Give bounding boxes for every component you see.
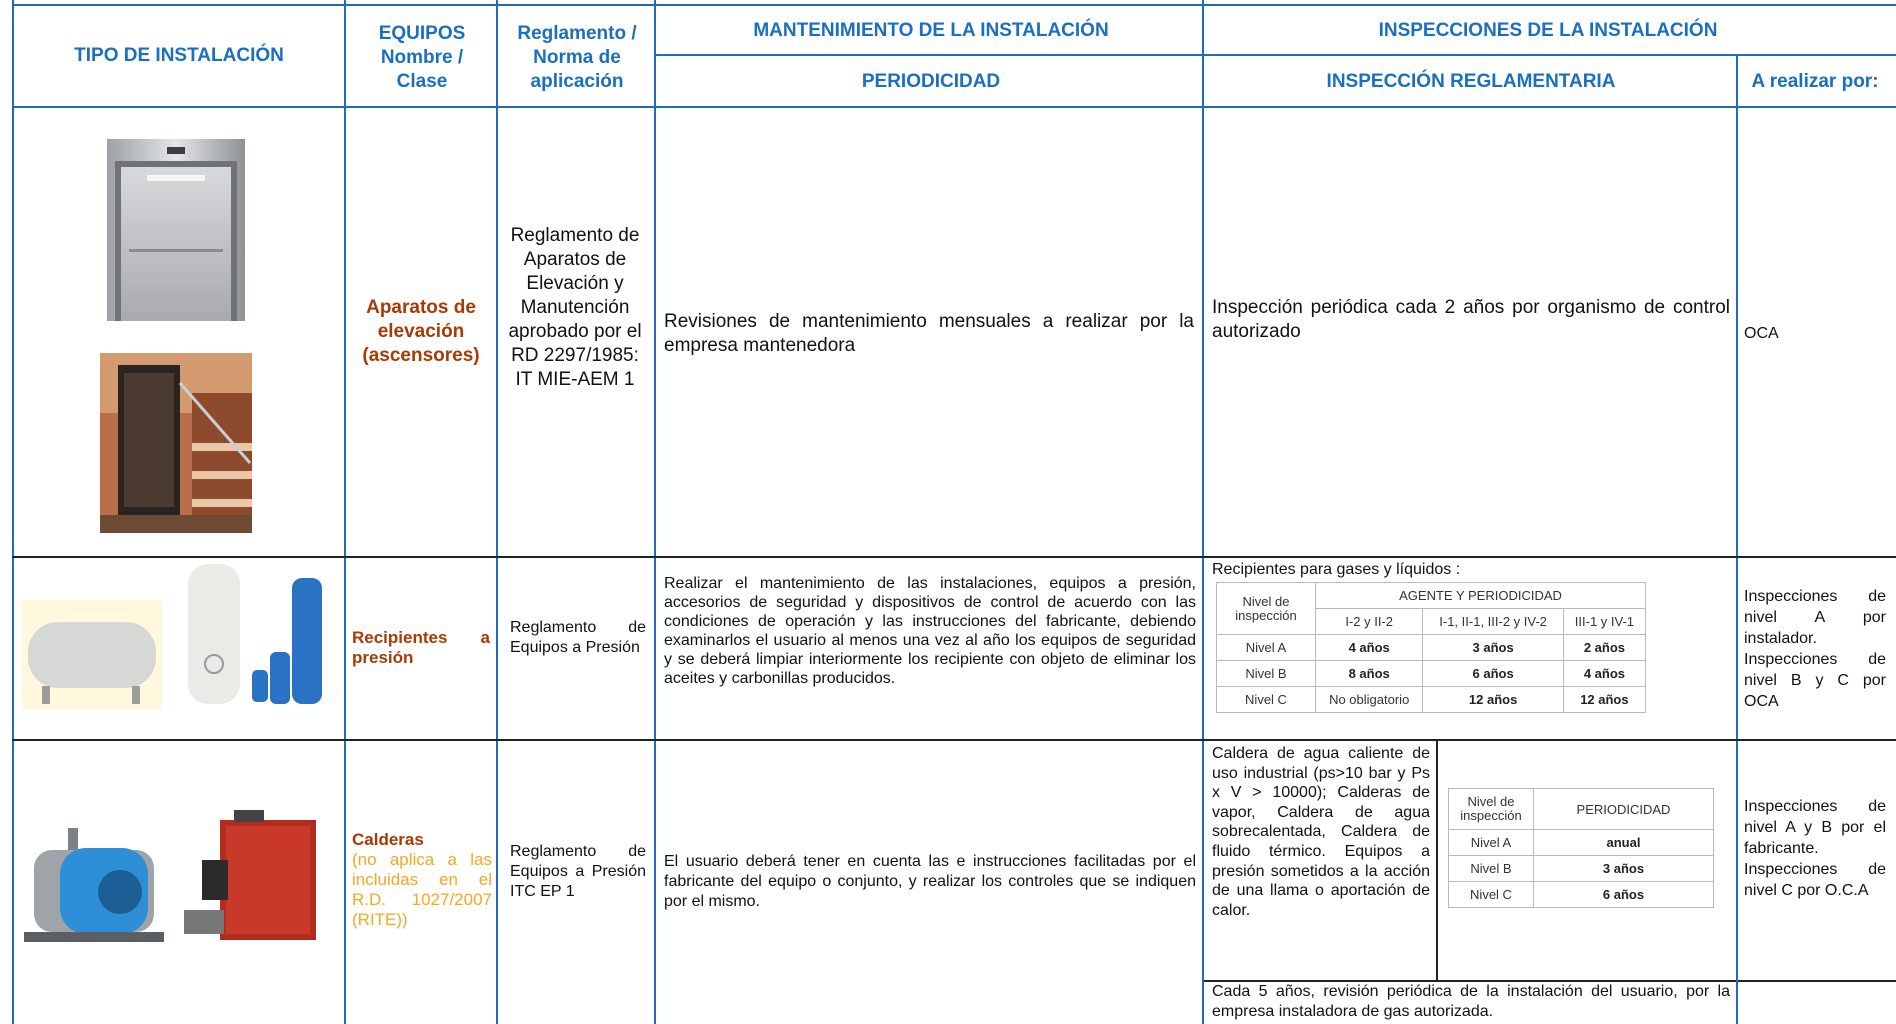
row1-inspeccion: Inspección periódica cada 2 años por org… [1212, 297, 1730, 342]
header-a-realizar: A realizar por: [1751, 71, 1879, 92]
row3-table-nivel: Nivel C [1448, 881, 1534, 908]
boilers-photo [24, 800, 324, 960]
row2-table-value: 12 años [1562, 686, 1647, 713]
row2-table-value: 4 años [1314, 634, 1424, 661]
row2-table-nivel: Nivel B [1216, 660, 1316, 687]
header-tipo: TIPO DE INSTALACIÓN [74, 45, 284, 66]
row2-table-col-header: III-1 y IV-1 [1562, 608, 1647, 635]
row3-periodicidad-table: Nivel de inspección PERIODICIDAD Nivel A… [1448, 788, 1714, 908]
row2-inspeccion-title: Recipientes para gases y líquidos : [1212, 561, 1461, 578]
row2-table-col-header: I-1, II-1, III-2 y IV-2 [1422, 608, 1564, 635]
header-bottom-border [12, 106, 1896, 108]
row3-table-value: 3 años [1533, 855, 1714, 882]
row3-table-value: 6 años [1533, 881, 1714, 908]
row1-equipo-name: Aparatos de elevación (ascensores) [362, 297, 480, 366]
row2-periodicidad-table: Nivel de inspección AGENTE Y PERIODICIDA… [1216, 582, 1647, 713]
row3-realizar: Inspecciones de nivel A y B por el fabri… [1744, 798, 1886, 899]
row-border-2 [12, 739, 1896, 741]
elevator-photo [107, 139, 245, 321]
header-inspecciones: INSPECCIONES DE LA INSTALACIÓN [1378, 20, 1718, 41]
row2-table-value: 8 años [1314, 660, 1424, 687]
row2-table-value: 4 años [1562, 660, 1647, 687]
col-border-3 [654, 0, 656, 1024]
row3-inner-divider [1436, 741, 1438, 980]
col-border-4 [1202, 0, 1204, 1024]
row2-mantenimiento: Realizar el mantenimiento de las instala… [664, 575, 1196, 687]
header-reglamento: Reglamento / Norma de aplicación [517, 23, 637, 92]
row2-reglamento: Reglamento de Equipos a Presión [510, 619, 646, 656]
row3-sub-border [1204, 980, 1736, 982]
row2-table-nivel-header: Nivel de inspección [1216, 582, 1316, 635]
row3-table-value: anual [1533, 829, 1714, 856]
row2-table-group-header: AGENTE Y PERIODICIDAD [1315, 582, 1646, 609]
pressure-tanks-photo [22, 560, 328, 712]
row2-table-col-header: I-2 y II-2 [1314, 608, 1424, 635]
row2-table-nivel: Nivel A [1216, 634, 1316, 661]
row3-inspeccion-extra: Cada 5 años, revisión periódica de la in… [1212, 983, 1730, 1020]
stair-lift-photo [100, 353, 252, 533]
row2-table-value: 3 años [1422, 634, 1564, 661]
header-periodicidad: PERIODICIDAD [861, 71, 1001, 92]
row2-table-value: No obligatorio [1314, 686, 1424, 713]
row3-table-col-header: PERIODICIDAD [1533, 788, 1714, 830]
row3-equipo-note: (no aplica a las incluidas en el R.D. 10… [352, 850, 492, 929]
row2-table-nivel: Nivel C [1216, 686, 1316, 713]
row-border-1 [12, 556, 1896, 558]
row2-realizar: Inspecciones de nivel A por instalador. … [1744, 588, 1886, 710]
row3-realizar-border [1738, 980, 1896, 982]
row3-equipo-name: Calderas [352, 830, 424, 849]
col-border-2 [496, 0, 498, 1024]
row1-realizar: OCA [1744, 325, 1779, 342]
row3-reglamento: Reglamento de Equipos a Presión ITC EP 1 [510, 843, 646, 900]
row3-table-nivel: Nivel A [1448, 829, 1534, 856]
col-border-0 [12, 0, 14, 1024]
row2-table-value: 6 años [1422, 660, 1564, 687]
header-mantenimiento: MANTENIMIENTO DE LA INSTALACIÓN [753, 20, 1109, 41]
row3-equipo: Calderas (no aplica a las incluidas en e… [352, 830, 492, 930]
row3-mantenimiento: El usuario deberá tener en cuenta las e … [664, 853, 1196, 910]
row2-table-value: 12 años [1422, 686, 1564, 713]
row3-table-nivel: Nivel B [1448, 855, 1534, 882]
row2-table-value: 2 años [1562, 634, 1647, 661]
header-inspeccion-reglamentaria: INSPECCIÓN REGLAMENTARIA [1326, 71, 1616, 92]
row3-table-nivel-header: Nivel de inspección [1448, 788, 1534, 830]
row1-mantenimiento: Revisiones de mantenimiento mensuales a … [664, 311, 1194, 356]
header-equipos: EQUIPOS Nombre / Clase [378, 23, 466, 92]
col-border-1 [344, 0, 346, 1024]
row3-inspeccion-text: Caldera de agua caliente de uso industri… [1212, 745, 1430, 919]
header-mid-border [656, 54, 1896, 56]
col-border-5 [1736, 56, 1738, 1024]
header-top-border [12, 4, 1896, 6]
row1-reglamento: Reglamento de Aparatos de Elevación y Ma… [508, 225, 642, 390]
row2-equipo-name: Recipientes a presión [352, 628, 490, 667]
